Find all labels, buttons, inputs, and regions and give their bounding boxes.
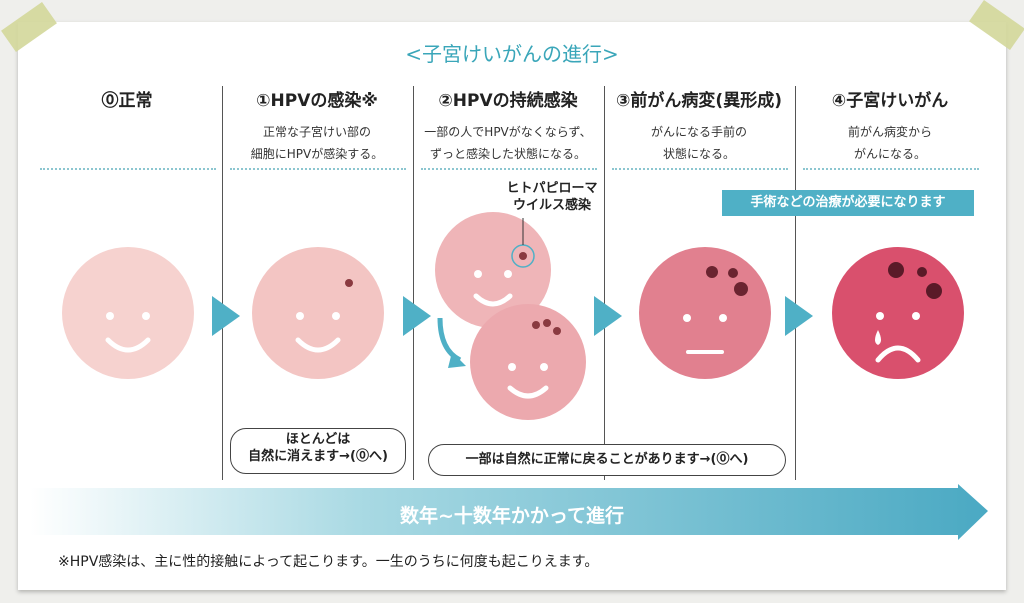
stage-desc: ずっと感染した状態になる。 (429, 147, 586, 161)
note-line: 自然に消えます→(⓪へ) (248, 449, 388, 464)
stage-heading: ③前がん病変(異形成) (616, 91, 782, 111)
progress-banner-text: 数年~十数年かかって進行 (400, 505, 624, 527)
stage-desc: がんになる。 (853, 147, 926, 161)
stage-desc: 細胞にHPVが感染する。 (250, 147, 384, 161)
virus-label-line: ヒトパピローマ (506, 181, 598, 196)
stage-persistent: ②HPVの持続感染一部の人でHPVがなくならず、ずっと感染した状態になる。 (413, 86, 603, 165)
arrow-right-icon (785, 296, 813, 336)
stage-heading: ②HPVの持続感染 (438, 91, 578, 111)
dotted-separator (612, 168, 788, 170)
dotted-separator (40, 168, 216, 170)
divider (795, 86, 796, 480)
virus-label: ヒトパピローマウイルス感染 (492, 180, 612, 214)
stage-desc: がんになる手前の (650, 125, 747, 139)
divider (604, 86, 605, 480)
arrow-right-icon (212, 296, 240, 336)
virus-icon (345, 279, 353, 287)
dotted-separator (421, 168, 597, 170)
stage-desc: 状態になる。 (662, 147, 735, 161)
curved-arrow-icon (437, 317, 462, 363)
stage-infection: ①HPVの感染※ 正常な子宮けい部の細胞にHPVが感染する。 (222, 86, 412, 165)
stage-desc: 一部の人でHPVがなくならず、 (424, 125, 592, 139)
stage-heading: ⓪正常 (101, 91, 153, 111)
face-cancer (832, 247, 964, 379)
stage-heading: ①HPVの感染※ (256, 91, 378, 111)
divider (222, 86, 223, 480)
stage-normal: ⓪正常 (32, 86, 222, 111)
arrow-right-icon (594, 296, 622, 336)
treatment-badge: 手術などの治療が必要になります (722, 190, 974, 216)
note-most-clear: ほとんどは自然に消えます→(⓪へ) (230, 428, 406, 474)
stage-desc: 前がん病変から (847, 125, 932, 139)
divider (413, 86, 414, 480)
face-normal (62, 247, 194, 379)
face-precancer (639, 247, 771, 379)
face-persistent-bottom (470, 304, 586, 420)
dotted-separator (230, 168, 406, 170)
note-line: ほとんどは (285, 432, 351, 447)
stage-precancer: ③前がん病変(異形成) がんになる手前の状態になる。 (604, 86, 794, 165)
stage-desc: 正常な子宮けい部の (262, 125, 371, 139)
note-some-return: 一部は自然に正常に戻ることがあります→(⓪へ) (428, 444, 786, 476)
dotted-separator (803, 168, 979, 170)
face-infected (252, 247, 384, 379)
footnote: ※HPV感染は、主に性的接触によって起こります。一生のうちに何度も起こりえます。 (58, 554, 599, 570)
progress-banner-arrow (30, 484, 988, 540)
diagram-title: <子宮けいがんの進行> (405, 42, 619, 66)
stage-heading: ④子宮けいがん (831, 91, 949, 111)
face-persistent-top (435, 212, 551, 328)
virus-label-line: ウイルス感染 (512, 198, 591, 213)
arrow-right-icon (403, 296, 431, 336)
stage-cancer: ④子宮けいがん前がん病変からがんになる。 (795, 86, 985, 165)
